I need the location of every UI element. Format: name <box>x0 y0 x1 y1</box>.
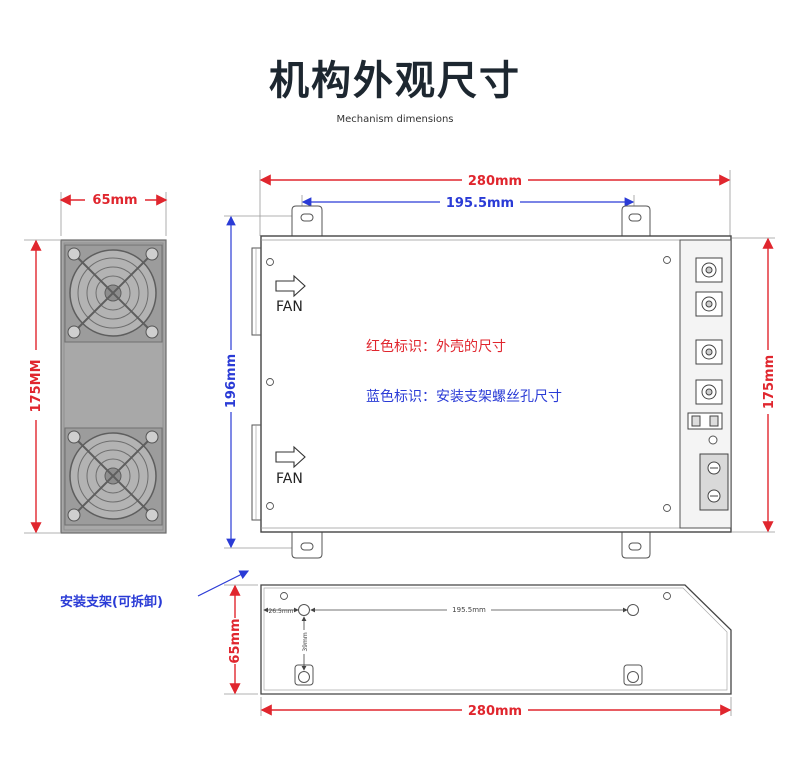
page-title: 机构外观尺寸 <box>269 58 521 104</box>
top-length-label: 280mm <box>468 174 522 189</box>
fan-grille-icon <box>64 427 163 526</box>
bracket-offset-label: 26.5mm <box>268 608 293 615</box>
side-width-label: 65mm <box>92 193 137 208</box>
top-hole-spacing-label: 195.5mm <box>446 196 514 211</box>
connector-icon <box>695 257 723 283</box>
bracket-hole-spacing-label: 195.5mm <box>452 606 486 614</box>
terminal-panel <box>679 239 732 529</box>
mounting-hole-icon <box>298 604 639 683</box>
mounting-tab <box>291 531 323 559</box>
screw-icon <box>708 435 718 445</box>
fan-label: FAN <box>276 471 303 487</box>
mounting-tab <box>621 531 651 559</box>
bracket-callout: 安装支架(可拆卸) <box>60 594 163 610</box>
bracket-length-label: 280mm <box>468 704 522 719</box>
bracket-view: 安装支架(可拆卸) 65mm 26.5mm 195.5mm 39mm <box>60 570 732 719</box>
fan-label: FAN <box>276 299 303 315</box>
top-height-label: 175mm <box>762 355 777 409</box>
chassis-outline <box>260 235 732 533</box>
screw-icon <box>266 256 671 512</box>
side-view: 65mm 175MM <box>24 190 168 534</box>
airflow-arrow-icon <box>275 274 306 298</box>
screw-icon <box>280 592 671 600</box>
legend-red-note: 红色标识：外壳的尺寸 <box>366 338 506 355</box>
bracket-callout-arrow <box>197 570 250 597</box>
top-depth-label: 196mm <box>224 354 239 408</box>
switch-icon <box>687 412 723 430</box>
top-view: 280mm 195.5mm 196mm 175mm <box>221 170 778 559</box>
terminal-block-icon <box>699 453 729 511</box>
mounting-tab <box>291 205 323 237</box>
bracket-height-label: 65mm <box>228 618 243 663</box>
side-height-label: 175MM <box>29 359 44 412</box>
connector-icon <box>695 291 723 317</box>
page-subtitle: Mechanism dimensions <box>336 114 454 125</box>
connector-icon <box>695 379 723 405</box>
mounting-tab <box>621 205 651 237</box>
connector-icon <box>695 339 723 365</box>
bracket-slot-label: 39mm <box>302 632 309 651</box>
fan-grille-icon <box>64 244 163 343</box>
airflow-arrow-icon <box>275 445 306 469</box>
legend-blue-note: 蓝色标识：安装支架螺丝孔尺寸 <box>366 388 562 405</box>
bracket-plate <box>260 584 732 695</box>
